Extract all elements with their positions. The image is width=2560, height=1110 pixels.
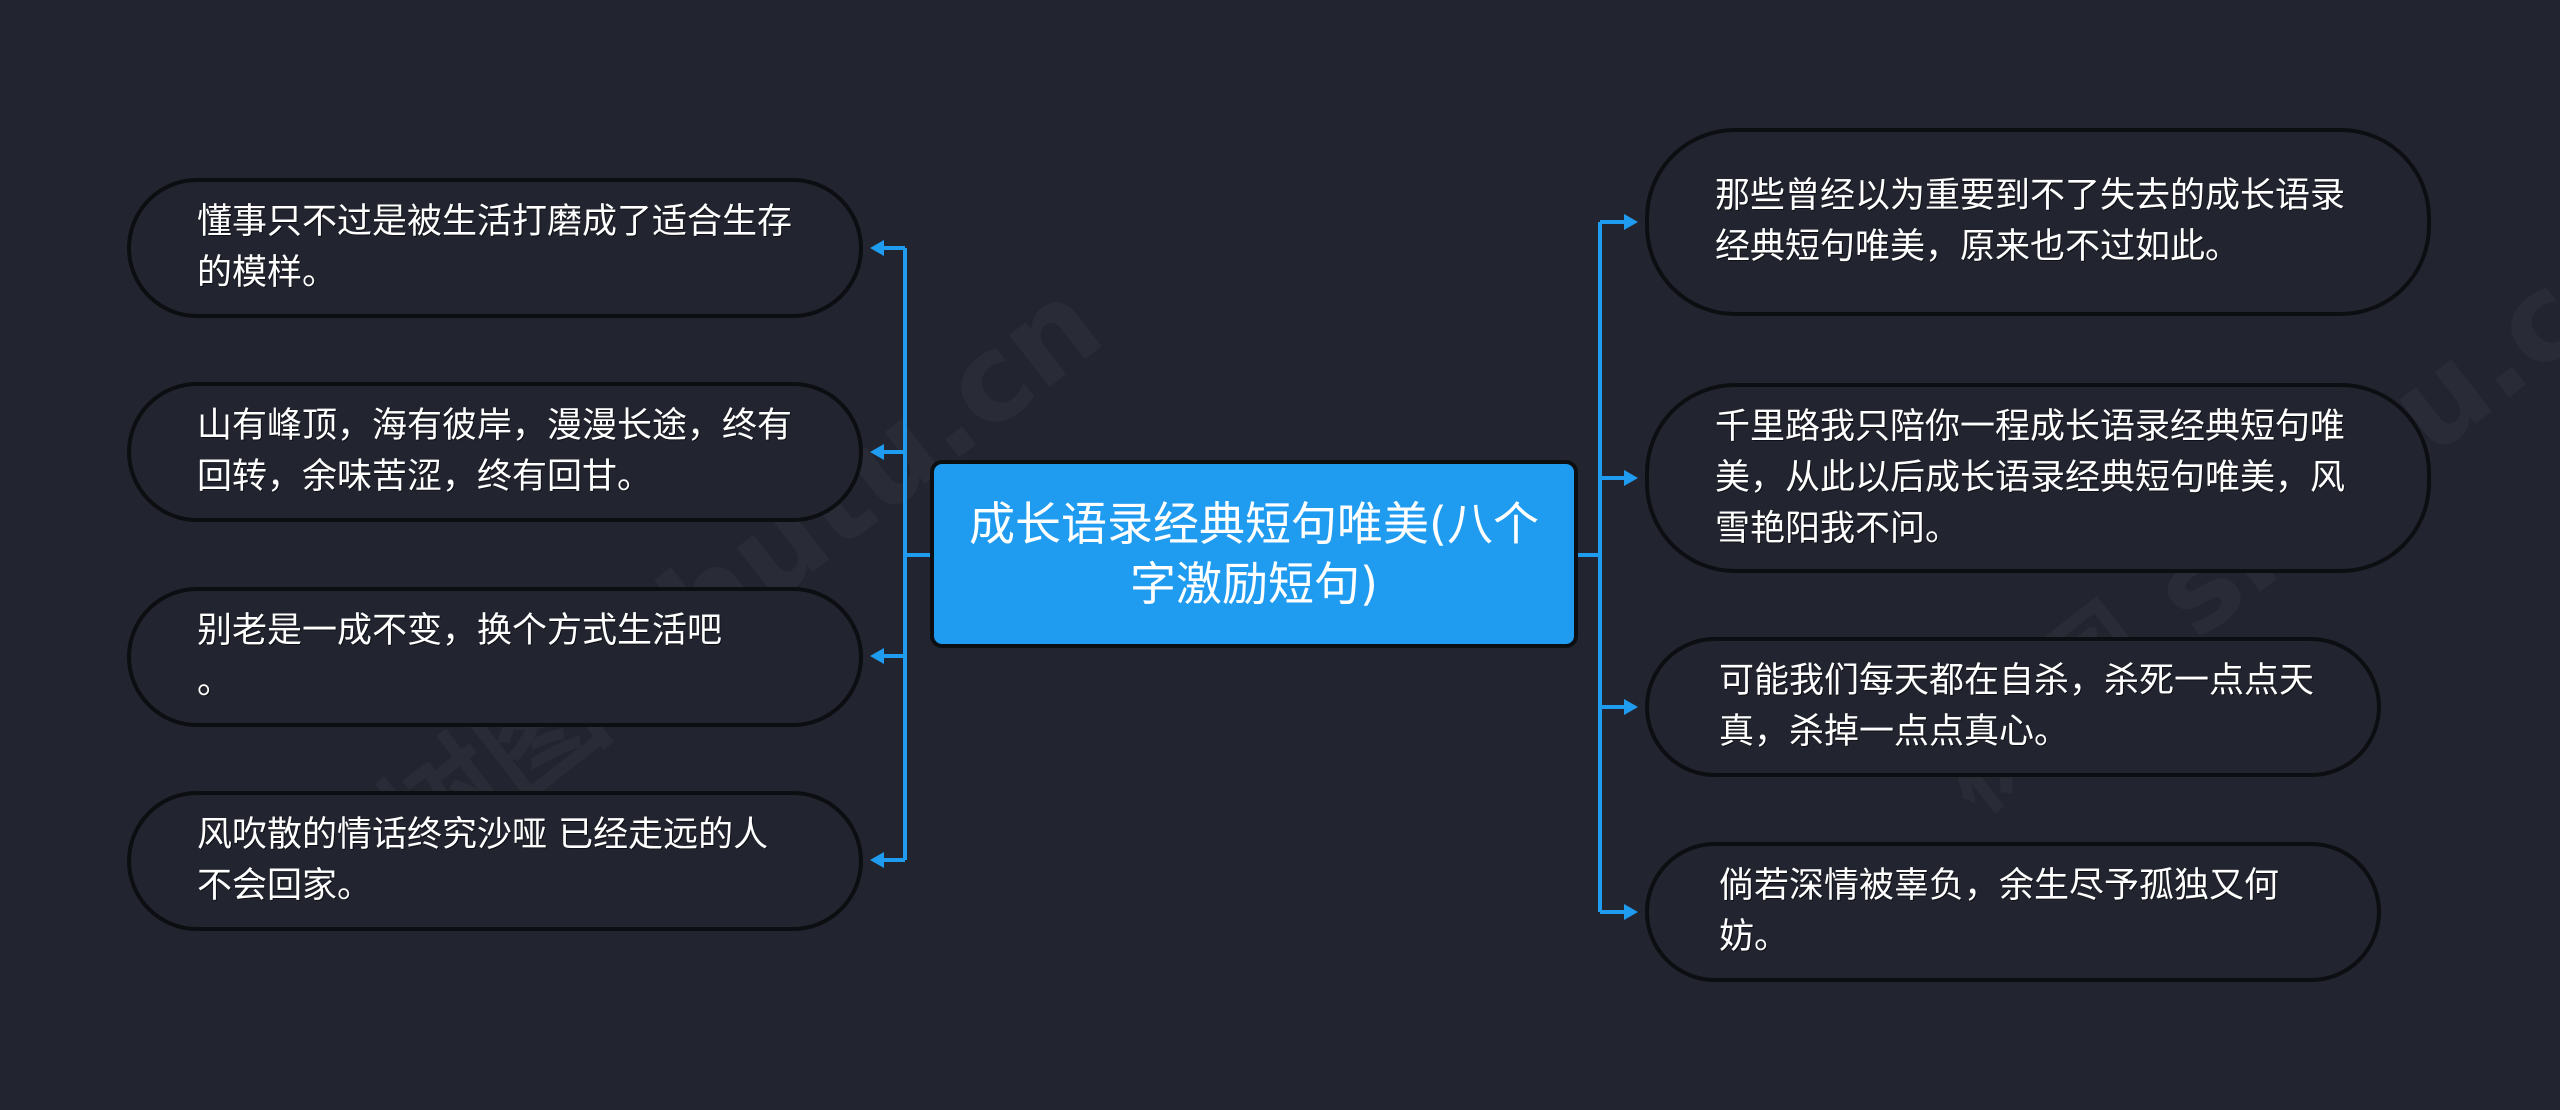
- arrow-left-icon: [870, 648, 884, 664]
- arrow-left-icon: [870, 444, 884, 460]
- topic-node-right-1[interactable]: 千里路我只陪你一程成长语录经典短句唯美，从此以后成长语录经典短句唯美，风雪艳阳我…: [1645, 383, 2431, 573]
- connector-left-3: [870, 852, 905, 868]
- topic-node-right-2[interactable]: 可能我们每天都在自杀，杀死一点点天真，杀掉一点点真心。: [1645, 637, 2381, 777]
- connector-right-2: [1600, 699, 1638, 715]
- topic-node-left-3[interactable]: 风吹散的情话终究沙哑 已经走远的人不会回家。: [127, 791, 863, 931]
- arrow-right-icon: [1624, 214, 1638, 230]
- connector-left-0: [870, 240, 905, 256]
- arrow-right-icon: [1624, 470, 1638, 486]
- arrow-left-icon: [870, 852, 884, 868]
- topic-label: 山有峰顶，海有彼岸，漫漫长途，终有回转，余味苦涩，终有回甘。: [197, 406, 793, 497]
- connector-right-1: [1600, 470, 1638, 486]
- topic-node-left-0[interactable]: 懂事只不过是被生活打磨成了适合生存的模样。: [127, 178, 863, 318]
- arrow-right-icon: [1624, 699, 1638, 715]
- topic-node-right-0[interactable]: 那些曾经以为重要到不了失去的成长语录经典短句唯美，原来也不过如此。: [1645, 128, 2431, 316]
- topic-label: 倘若深情被辜负，余生尽予孤独又何妨。: [1719, 866, 2280, 957]
- topic-label: 懂事只不过是被生活打磨成了适合生存的模样。: [197, 202, 793, 293]
- topic-label: 千里路我只陪你一程成长语录经典短句唯美，从此以后成长语录经典短句唯美，风雪艳阳我…: [1715, 406, 2346, 549]
- arrow-left-icon: [870, 240, 884, 256]
- connector-left-2: [870, 648, 905, 664]
- topic-node-left-1[interactable]: 山有峰顶，海有彼岸，漫漫长途，终有回转，余味苦涩，终有回甘。: [127, 382, 863, 522]
- root-topic-label: 成长语录经典短句唯美(八个字激励短句): [969, 497, 1539, 611]
- topic-label: 风吹散的情话终究沙哑 已经走远的人不会回家。: [197, 815, 769, 906]
- topic-label: 那些曾经以为重要到不了失去的成长语录经典短句唯美，原来也不过如此。: [1715, 176, 2346, 267]
- topic-node-right-3[interactable]: 倘若深情被辜负，余生尽予孤独又何妨。: [1645, 842, 2381, 982]
- topic-node-left-2[interactable]: 别老是一成不变，换个方式生活吧 。: [127, 587, 863, 727]
- arrow-right-icon: [1624, 904, 1638, 920]
- connector-left-1: [870, 444, 905, 460]
- topic-label: 别老是一成不变，换个方式生活吧 。: [197, 611, 723, 702]
- topic-label: 可能我们每天都在自杀，杀死一点点天真，杀掉一点点真心。: [1719, 661, 2315, 752]
- connector-right-3: [1600, 904, 1638, 920]
- connector-right-0: [1600, 214, 1638, 230]
- root-topic-node[interactable]: 成长语录经典短句唯美(八个字激励短句): [930, 460, 1578, 648]
